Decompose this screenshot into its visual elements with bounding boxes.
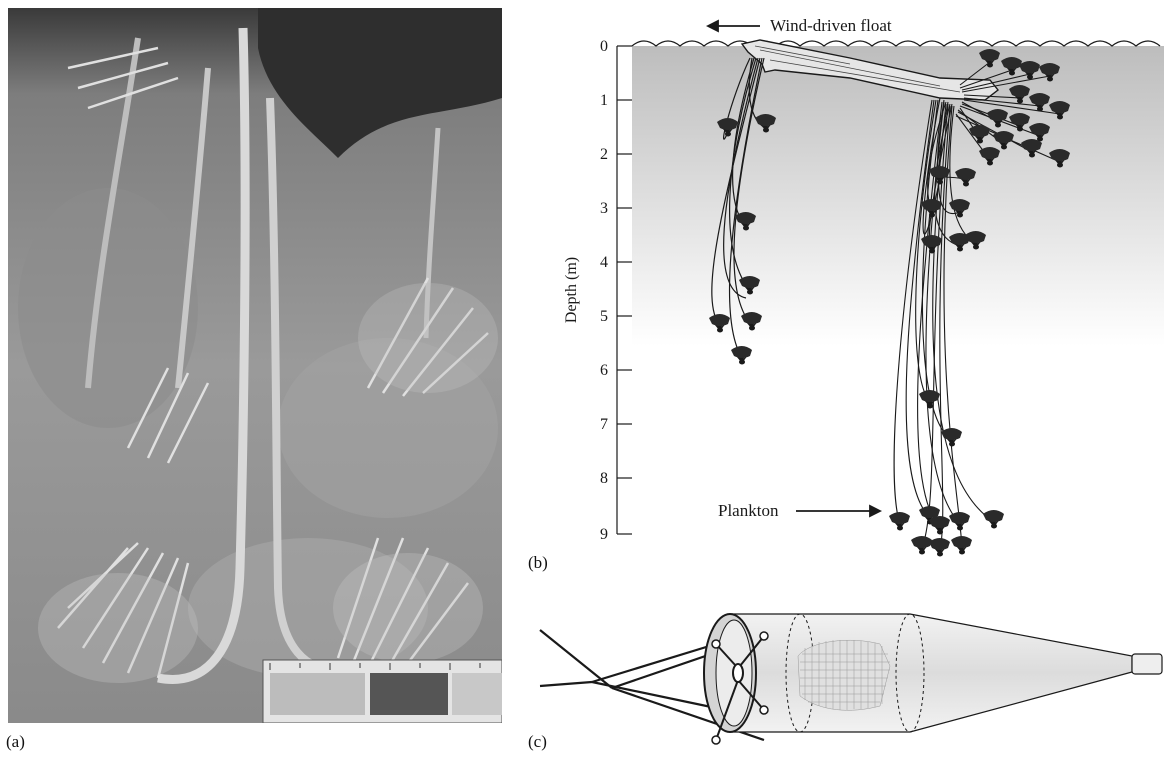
depth-tick-0: 0 [600, 38, 608, 55]
depth-tick-5: 5 [600, 308, 608, 325]
fossil-crinoid-photograph [8, 8, 502, 723]
depth-tick-3: 3 [600, 200, 608, 217]
panel-label-a: (a) [6, 732, 25, 752]
depth-tick-6: 6 [600, 362, 608, 379]
depth-axis-label: Depth (m) [563, 257, 580, 323]
depth-tick-9: 9 [600, 526, 608, 543]
depth-tick-4: 4 [600, 254, 608, 271]
plankton-label: Plankton [718, 501, 779, 520]
net-mesh [798, 640, 890, 710]
photo-scale-bar [263, 660, 502, 723]
water-surface [632, 41, 1160, 46]
crinoid-float-depth-diagram: 0 1 2 3 4 5 6 7 8 9 Depth (m) Wind-drive… [520, 0, 1164, 590]
depth-axis [617, 46, 632, 534]
panel-label-c: (c) [528, 732, 547, 752]
depth-tick-2: 2 [600, 146, 608, 163]
panel-label-b: (b) [528, 553, 548, 573]
float-label: Wind-driven float [770, 16, 892, 35]
plankton-net-illustration [520, 596, 1164, 756]
depth-tick-8: 8 [600, 470, 608, 487]
float-arrow [708, 21, 760, 31]
depth-tick-1: 1 [600, 92, 608, 109]
depth-tick-7: 7 [600, 416, 608, 433]
plankton-arrow [796, 506, 880, 516]
cod-end [1132, 654, 1162, 674]
